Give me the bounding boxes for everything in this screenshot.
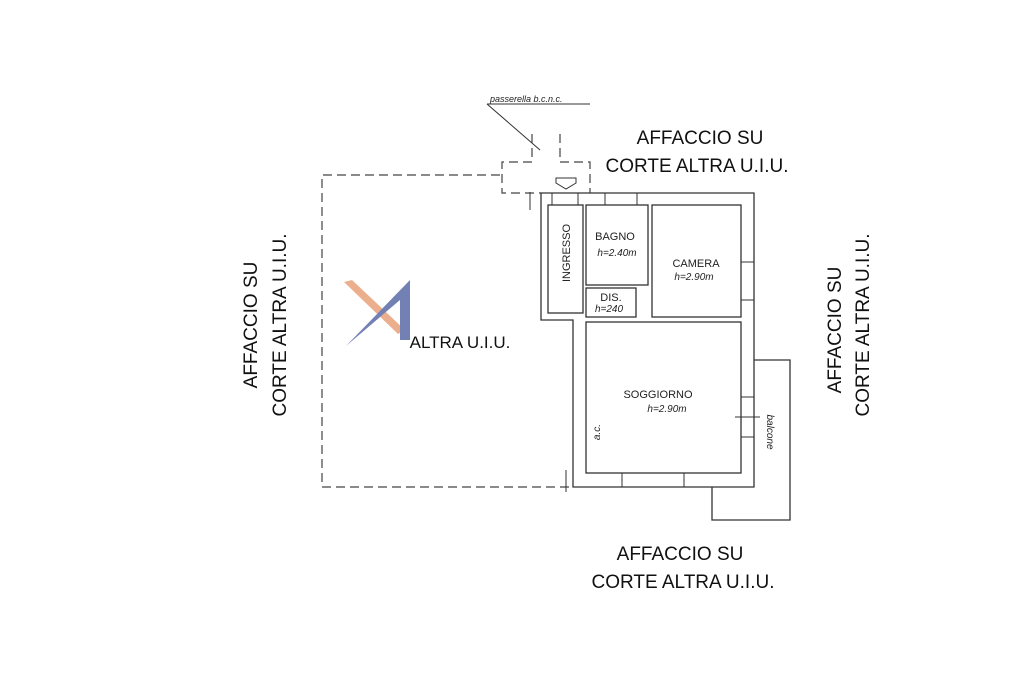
exposure-right-line1: AFFACCIO SU — [825, 267, 846, 394]
room-bagno-label: BAGNO — [595, 231, 635, 243]
logo-watermark — [344, 280, 410, 346]
passage-outline — [501, 134, 541, 194]
exposure-left-line2: CORTE ALTRA U.I.U. — [270, 233, 291, 416]
room-camera-label: CAMERA — [672, 258, 720, 270]
walls — [540, 192, 791, 521]
room-dis-height: h=240 — [595, 304, 624, 315]
ac-note: a.c. — [592, 424, 603, 440]
exposure-left-line1: AFFACCIO SU — [241, 262, 262, 389]
entrance-arrow-icon — [555, 177, 577, 190]
passage-note: passerella b.c.n.c. — [489, 94, 563, 104]
note-leader-line — [486, 103, 541, 151]
room-ingresso-label: INGRESSO — [561, 224, 573, 283]
room-dis-label: DIS. — [600, 292, 621, 304]
passage-outline — [559, 134, 591, 193]
neighbor-unit-label: ALTRA U.I.U. — [410, 333, 511, 352]
exposure-bottom-line2: CORTE ALTRA U.I.U. — [591, 572, 774, 593]
exposure-top-line1: AFFACCIO SU — [637, 128, 764, 149]
room-soggiorno-label: SOGGIORNO — [623, 389, 693, 401]
room-bagno-height: h=2.40m — [597, 248, 636, 259]
exposure-top-line2: CORTE ALTRA U.I.U. — [605, 156, 788, 177]
room-soggiorno-height: h=2.90m — [647, 404, 686, 415]
balcony-outline — [711, 359, 791, 521]
windows — [529, 192, 760, 492]
exposure-bottom-line1: AFFACCIO SU — [617, 544, 744, 565]
room-balcone-label: balcone — [764, 414, 775, 449]
room-camera-height: h=2.90m — [674, 272, 713, 283]
exposure-right-line2: CORTE ALTRA U.I.U. — [853, 233, 874, 416]
neighbor-unit-outline — [321, 174, 570, 488]
